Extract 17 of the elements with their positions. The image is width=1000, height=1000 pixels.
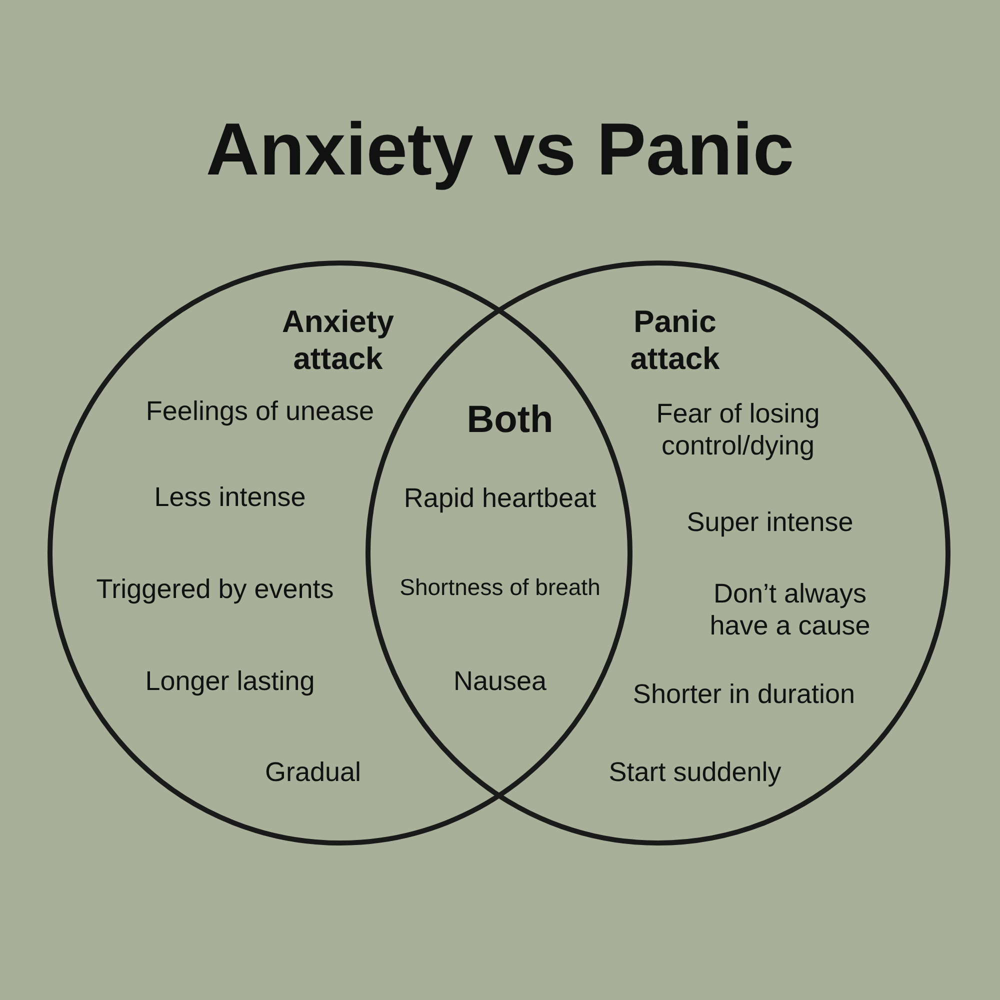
circle-heading: Panic attack: [629, 302, 721, 378]
trait-text: Shortness of breath: [400, 574, 600, 602]
title: Anxiety vs Panic: [206, 106, 794, 193]
trait-text: Less intense: [154, 480, 306, 514]
trait-text: Gradual: [264, 756, 362, 788]
trait-text: Don’t always have a cause: [708, 578, 872, 642]
circle-heading: Anxiety attack: [281, 302, 395, 378]
trait-text: Nausea: [453, 664, 547, 698]
trait-text: Super intense: [686, 506, 854, 538]
trait-text: Fear of losing control/dying: [655, 398, 821, 462]
trait-text: Rapid heartbeat: [404, 482, 596, 514]
trait-text: Longer lasting: [145, 664, 315, 698]
trait-text: Feelings of unease: [146, 394, 374, 428]
overlap-heading: Both: [466, 398, 554, 444]
trait-text: Triggered by events: [96, 572, 334, 606]
trait-text: Shorter in duration: [632, 678, 856, 710]
trait-text: Start suddenly: [608, 756, 782, 788]
